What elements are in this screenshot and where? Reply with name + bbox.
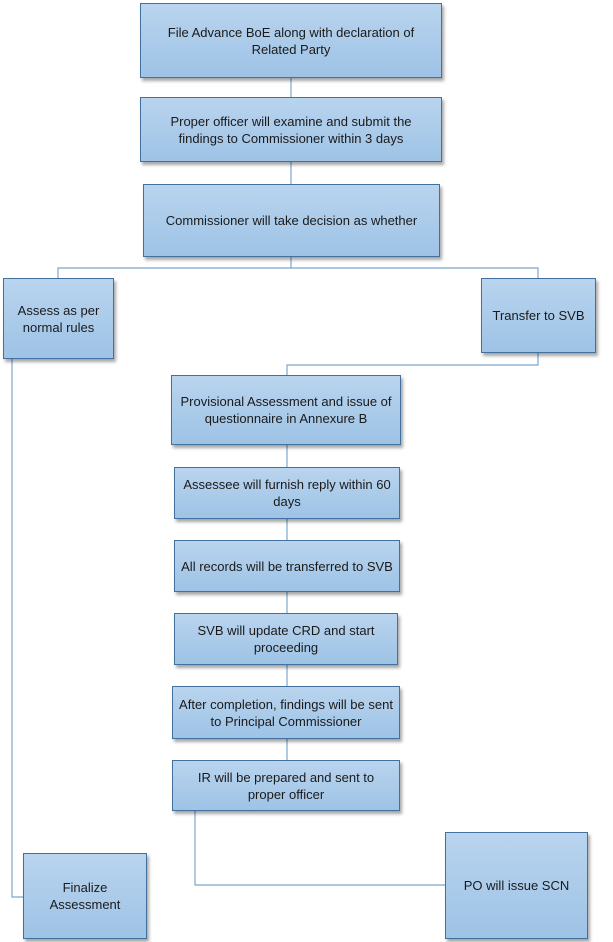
node-after-completion: After completion, findings will be sent … — [172, 686, 400, 739]
node-label: Transfer to SVB — [492, 308, 585, 323]
node-label: Assess as per normal rules — [17, 302, 100, 335]
node-label: Commissioner will take decision as wheth… — [165, 213, 418, 228]
node-po-issue-scn: PO will issue SCN — [445, 832, 588, 939]
node-label: SVB will update CRD and start proceeding — [197, 623, 375, 655]
node-provisional-assessment: Provisional Assessment and issue of ques… — [171, 375, 401, 445]
node-label: File Advance BoE along with declaration … — [167, 24, 415, 57]
node-label: IR will be prepared and sent to proper o… — [197, 769, 375, 802]
connector-assess-to-finalize — [11, 359, 23, 898]
node-label: Assessee will furnish reply within 60 da… — [183, 477, 391, 509]
node-label: Finalize Assessment — [49, 880, 121, 912]
connector-commissioner-to-transfer — [291, 267, 539, 278]
node-proper-officer-examine: Proper officer will examine and submit t… — [140, 97, 442, 162]
connector-transfer-to-provisional — [286, 353, 539, 375]
node-label: After completion, findings will be sent … — [179, 696, 393, 729]
connector-commissioner-branch — [57, 257, 292, 278]
node-label: Provisional Assessment and issue of ques… — [180, 394, 392, 426]
node-assess-normal-rules: Assess as per normal rules — [3, 278, 114, 359]
node-commissioner-decision: Commissioner will take decision as wheth… — [143, 184, 440, 257]
connector-ir-to-scn — [194, 811, 445, 886]
node-file-advance-boe: File Advance BoE along with declaration … — [140, 3, 442, 78]
node-records-transferred: All records will be transferred to SVB — [174, 540, 400, 592]
node-finalize-assessment: Finalize Assessment — [23, 853, 147, 939]
node-label: PO will issue SCN — [463, 878, 570, 893]
node-assessee-reply: Assessee will furnish reply within 60 da… — [174, 467, 400, 519]
node-label: Proper officer will examine and submit t… — [170, 113, 412, 146]
node-svb-update-crd: SVB will update CRD and start proceeding — [174, 613, 398, 665]
node-label: All records will be transferred to SVB — [181, 558, 393, 574]
node-transfer-to-svb: Transfer to SVB — [481, 278, 596, 353]
node-ir-prepared: IR will be prepared and sent to proper o… — [172, 760, 400, 811]
